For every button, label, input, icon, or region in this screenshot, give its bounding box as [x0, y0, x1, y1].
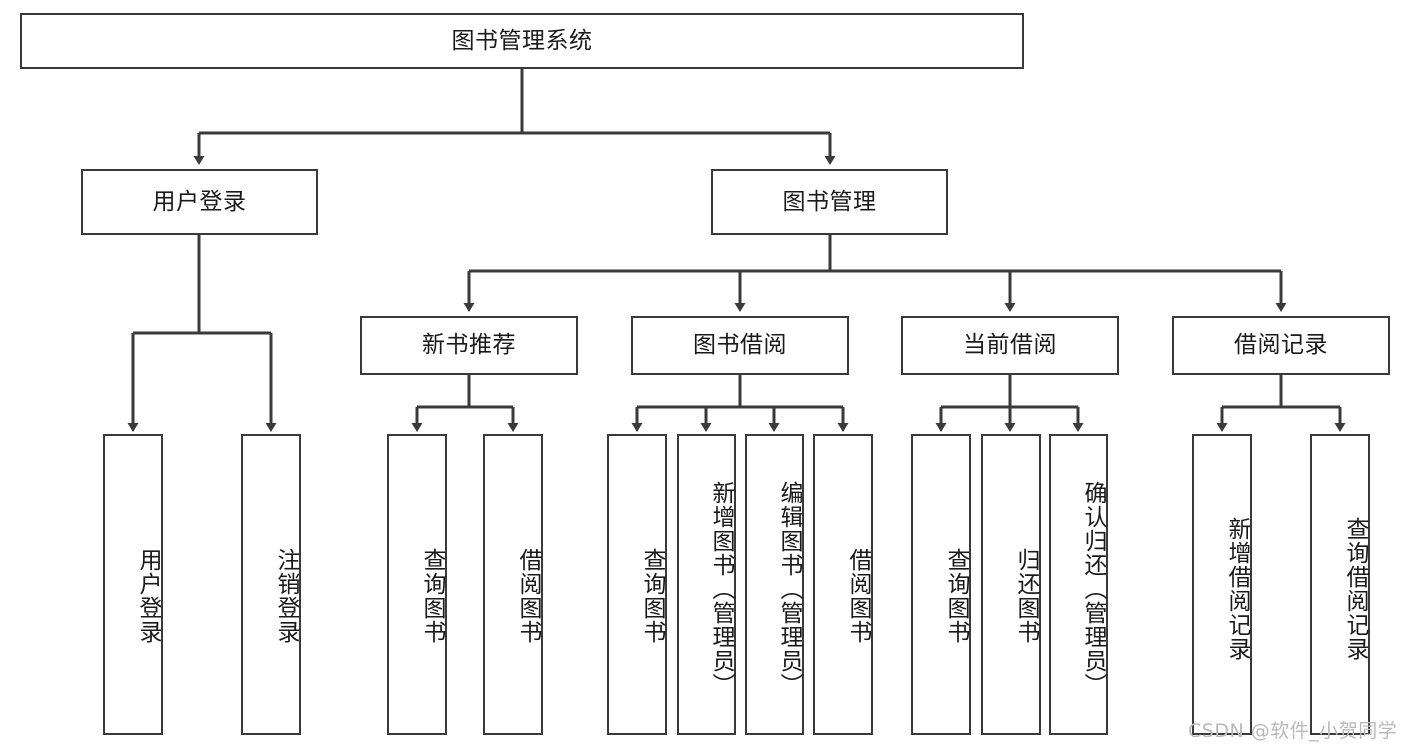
leaf-query-book-recommend[interactable]: 查询图书 — [387, 434, 447, 735]
node-label: 用户登录 — [135, 547, 161, 644]
leaf-borrow-book[interactable]: 借阅图书 — [813, 434, 873, 735]
node-label: 借阅图书 — [845, 547, 871, 644]
node-label: 图书管理 — [782, 188, 877, 215]
node-current-borrow[interactable]: 当前借阅 — [901, 316, 1119, 375]
leaf-query-book-borrow[interactable]: 查询图书 — [607, 434, 667, 735]
node-book-borrow[interactable]: 图书借阅 — [631, 316, 849, 375]
node-label: 查询借阅记录 — [1342, 516, 1368, 661]
node-label: 借阅记录 — [1234, 332, 1328, 359]
node-label: 新增图书（管理员） — [708, 480, 734, 697]
node-book-management[interactable]: 图书管理 — [711, 169, 948, 235]
node-label: 查询图书 — [419, 547, 445, 644]
node-label: 查询图书 — [639, 547, 665, 644]
node-label: 归还图书 — [1013, 547, 1039, 644]
node-label: 新增借阅记录 — [1224, 516, 1250, 661]
csdn-watermark: CSDN @软件_小贺同学 — [1188, 720, 1398, 742]
node-label: 图书借阅 — [693, 332, 787, 359]
node-label: 注销登录 — [273, 547, 299, 644]
node-label: 用户登录 — [152, 188, 247, 215]
node-label: 确认归还（管理员） — [1080, 480, 1106, 697]
node-label: 编辑图书（管理员） — [776, 480, 802, 697]
node-label: 查询图书 — [943, 547, 969, 644]
leaf-confirm-return-admin[interactable]: 确认归还（管理员） — [1049, 434, 1108, 735]
node-label: 当前借阅 — [963, 332, 1057, 359]
leaf-borrow-book-recommend[interactable]: 借阅图书 — [483, 434, 543, 735]
node-user-login[interactable]: 用户登录 — [81, 169, 318, 235]
node-label: 借阅图书 — [515, 547, 541, 644]
leaf-return-book[interactable]: 归还图书 — [981, 434, 1041, 735]
node-borrow-record[interactable]: 借阅记录 — [1172, 316, 1390, 375]
leaf-add-book-admin[interactable]: 新增图书（管理员） — [677, 434, 736, 735]
leaf-query-book-current[interactable]: 查询图书 — [911, 434, 971, 735]
node-label: 新书推荐 — [422, 332, 516, 359]
leaf-edit-book-admin[interactable]: 编辑图书（管理员） — [745, 434, 804, 735]
node-root-book-management-system[interactable]: 图书管理系统 — [20, 13, 1024, 69]
leaf-query-borrow-record[interactable]: 查询借阅记录 — [1310, 434, 1370, 735]
leaf-logout[interactable]: 注销登录 — [241, 434, 301, 735]
node-label: 图书管理系统 — [451, 27, 593, 54]
leaf-add-borrow-record[interactable]: 新增借阅记录 — [1192, 434, 1252, 735]
leaf-user-login[interactable]: 用户登录 — [103, 434, 163, 735]
node-new-book-recommend[interactable]: 新书推荐 — [360, 316, 578, 375]
